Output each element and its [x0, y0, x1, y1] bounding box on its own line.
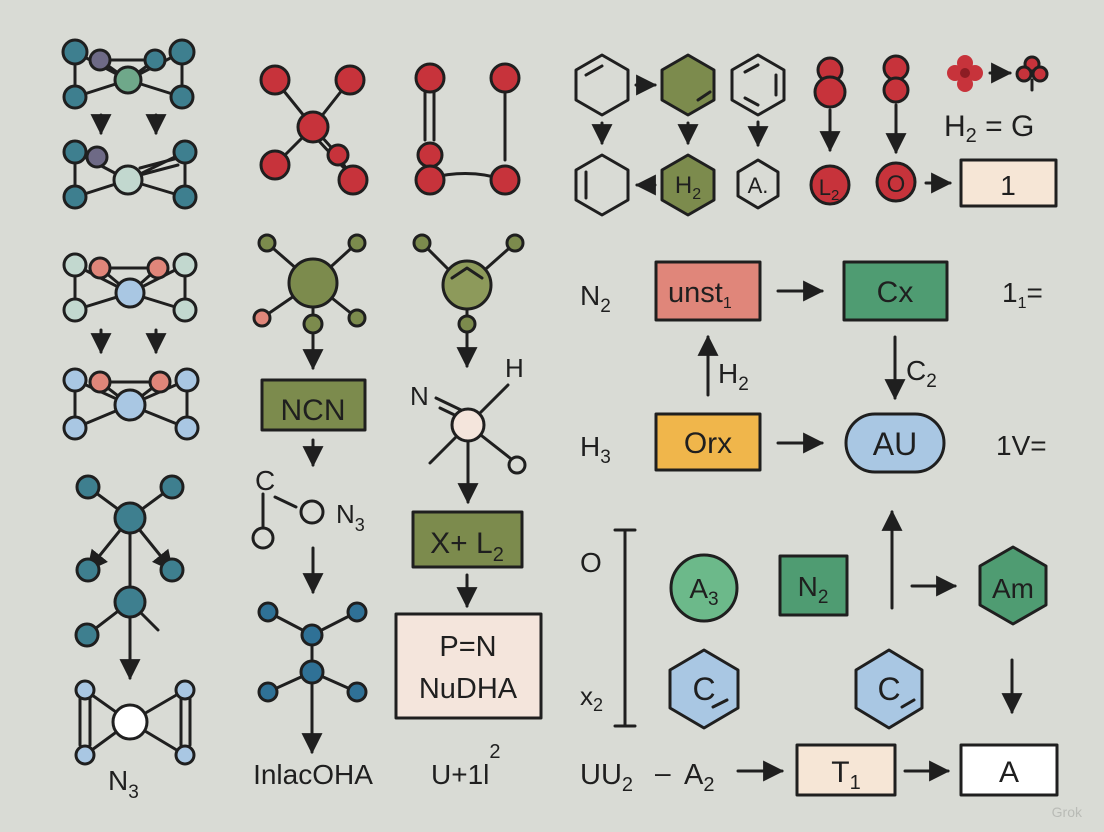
- cx-box: [842, 260, 949, 322]
- xl2-box: [411, 510, 524, 569]
- c-hex2-label: C: [877, 671, 900, 707]
- hexagon-empty: [574, 53, 630, 117]
- n2-box-label: N2: [798, 571, 829, 608]
- red-atom-stack-1: [813, 56, 847, 109]
- molecule-second-left: [62, 139, 198, 210]
- molecule-teal-cascade: [74, 474, 185, 681]
- molecule-red-u: [414, 62, 521, 196]
- hex-h2-label: H2: [675, 172, 701, 203]
- pn-label: P=N: [439, 631, 496, 663]
- t1-box: [795, 743, 897, 797]
- red-flower-2: [1015, 55, 1049, 92]
- n2-box: [778, 554, 849, 617]
- one1-label: 11=: [1002, 277, 1043, 312]
- molecule-top-left: [61, 38, 196, 110]
- c-atom-label: C: [255, 465, 275, 496]
- am-label: Am: [992, 573, 1034, 604]
- h3-label: H3: [580, 431, 611, 468]
- red-atom-stack-2: [882, 54, 910, 104]
- a-box-label: A: [999, 756, 1019, 789]
- h2-g-label: H2 = G: [944, 110, 1034, 147]
- hexagon-c-2: [854, 648, 924, 730]
- n3-bottom-label: N3: [108, 765, 139, 803]
- n3-middle-label: N3: [336, 499, 365, 535]
- x2-label: x2: [580, 681, 603, 715]
- n-atom-label: N: [410, 381, 429, 411]
- c-ring-fragment: [251, 492, 325, 550]
- hexagon-h2: [660, 153, 716, 217]
- au-pill: [844, 412, 946, 474]
- cx-label: Cx: [877, 276, 914, 309]
- red-l2-label: L2: [819, 175, 840, 204]
- box-one: [959, 158, 1058, 208]
- red-circle-o: [875, 161, 917, 203]
- molecule-salmon-blue: [62, 252, 198, 323]
- onev-label: 1V=: [996, 430, 1047, 461]
- c2-arrow-label: C2: [906, 355, 937, 392]
- h-atom-label: H: [505, 353, 524, 383]
- molecule-bottom-left: [74, 679, 196, 766]
- ncn-box: [260, 378, 367, 432]
- molecule-red-cross: [259, 64, 369, 196]
- au-label: AU: [873, 426, 917, 462]
- ncn-label: NCN: [281, 394, 346, 427]
- unst-label: unst1: [668, 277, 732, 312]
- dash-label: –: [655, 757, 671, 788]
- a3-label: A3: [689, 573, 718, 610]
- box-one-label: 1: [1000, 170, 1016, 201]
- red-flower-1: [947, 55, 983, 92]
- molecule-olive-y: [412, 233, 525, 369]
- molecule-blue-network: [62, 367, 200, 441]
- molecule-steel-tree: [257, 601, 368, 755]
- watermark: Grok: [1051, 804, 1082, 820]
- orx-label: Orx: [684, 427, 732, 460]
- hexagon-bottom-empty: [574, 153, 630, 217]
- t1-label: T1: [831, 756, 860, 794]
- red-circle-l2: [809, 164, 851, 206]
- molecule-n-h-center: [428, 383, 527, 505]
- a-box: [959, 743, 1059, 797]
- hex-a-label: A.: [748, 173, 769, 198]
- o-left-label: O: [580, 547, 602, 578]
- hexagon-am: [978, 545, 1048, 626]
- hexagon-outline: [730, 53, 786, 117]
- hexagon-c-1: [668, 648, 740, 730]
- molecule-olive-star: [252, 233, 367, 371]
- n2-left-label: N2: [580, 280, 611, 317]
- orx-box: [654, 412, 762, 472]
- unst-box: [654, 260, 762, 322]
- hexagon-olive: [660, 53, 716, 117]
- a2-label: A2: [684, 759, 714, 796]
- c-hex1-label: C: [692, 671, 715, 707]
- inlacoha-label: InlacOHA: [253, 759, 373, 790]
- h2-arrow-label: H2: [718, 358, 749, 395]
- u11-label: U+1l2: [431, 741, 501, 790]
- a3-circle: [669, 553, 739, 623]
- hexagon-a: [736, 158, 780, 210]
- pn-nudha-box: [394, 612, 543, 720]
- red-o-label: O: [887, 171, 906, 198]
- uu2-label: UU2: [580, 759, 633, 796]
- nudha-label: NuDHA: [419, 673, 518, 705]
- xl2-label: X+ L2: [430, 527, 504, 566]
